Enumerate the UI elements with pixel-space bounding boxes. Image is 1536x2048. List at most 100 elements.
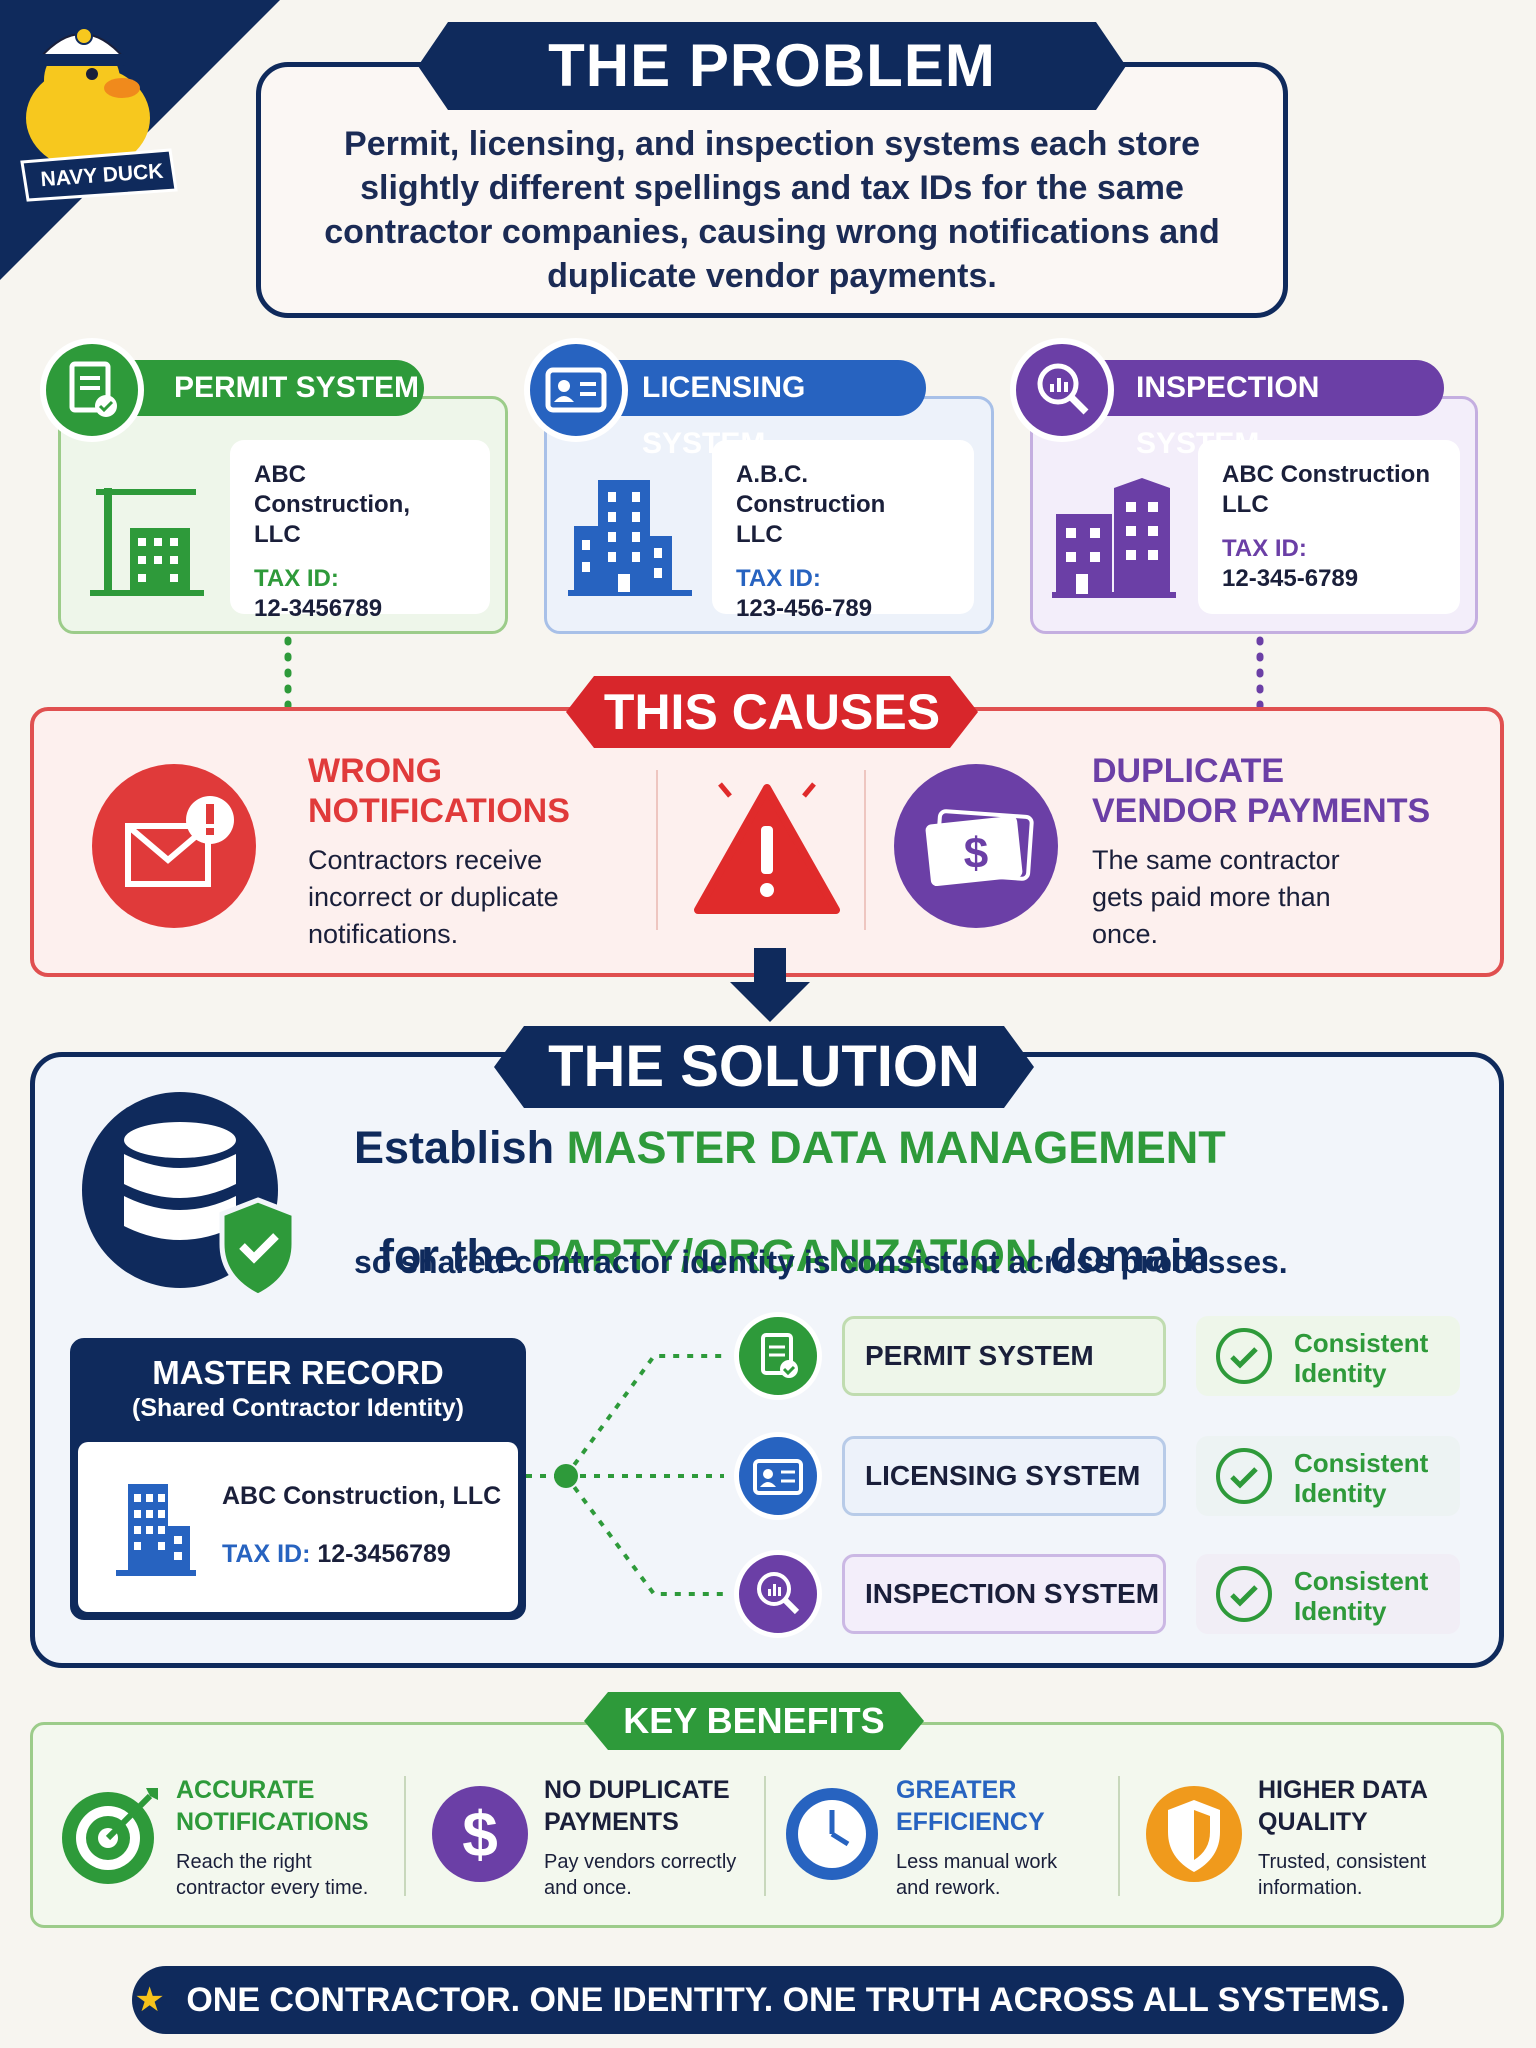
row-permit-icon (734, 1312, 822, 1400)
benefit-no-duplicate: NO DUPLICATE PAYMENTS Pay vendors correc… (544, 1774, 764, 1902)
check-icon (1216, 1328, 1272, 1384)
for-the-text: for the (379, 1230, 532, 1281)
card-connectors (284, 636, 1264, 712)
solution-subline: so shared contractor identity is consist… (354, 1244, 1288, 1280)
solution-banner (494, 1026, 1034, 1108)
wrong-notifications-text: Contractors receive incorrect or duplica… (308, 845, 559, 949)
row-licensing-icon (734, 1432, 822, 1520)
master-record-subtitle: (Shared Contractor Identity) (132, 1394, 464, 1422)
status-line-2: Identity (1294, 1596, 1387, 1626)
licensing-system-title: LICENSING SYSTEM (642, 371, 806, 460)
benefit-heading-2: NOTIFICATIONS (176, 1808, 369, 1836)
licensing-company-name-2: LLC (736, 521, 783, 548)
database-shield-icon (82, 1092, 297, 1299)
benefits-banner (584, 1692, 924, 1750)
warning-icon (694, 782, 840, 914)
section-divider (656, 770, 658, 930)
master-company-name: ABC Construction, LLC (222, 1482, 502, 1510)
footer-banner: ★ ONE CONTRACTOR. ONE IDENTITY. ONE TRUT… (132, 1966, 1404, 2034)
construction-crane-icon (90, 488, 204, 596)
master-tax-label: TAX ID: (222, 1540, 311, 1568)
permit-tax-label: TAX ID: (254, 565, 339, 592)
row-permit-status: Consistent Identity (1196, 1316, 1460, 1396)
benefit-heading-2: QUALITY (1258, 1808, 1368, 1836)
target-icon (62, 1788, 158, 1884)
benefit-heading-1: ACCURATE (176, 1776, 315, 1804)
master-connector-lines (526, 1354, 724, 1596)
master-building-icon (116, 1484, 196, 1576)
benefit-divider (764, 1776, 766, 1896)
benefit-heading-1: GREATER (896, 1776, 1017, 1804)
benefits-title: KEY BENEFITS (623, 1700, 885, 1741)
row-inspection-icon (734, 1550, 822, 1638)
inspection-company-name-2: LLC (1222, 491, 1269, 518)
clock-icon (786, 1788, 878, 1880)
status-line-1: Consistent (1294, 1566, 1429, 1596)
benefit-heading-1: HIGHER DATA (1258, 1776, 1428, 1804)
benefit-divider (404, 1776, 406, 1896)
problem-description: Permit, licensing, and inspection system… (324, 125, 1220, 295)
row-licensing-system: LICENSING SYSTEM (842, 1436, 1166, 1516)
permit-document-icon (40, 338, 144, 442)
permit-tax-id: 12-3456789 (254, 595, 383, 622)
permit-record: ABC Construction, LLC TAX ID: 12-3456789 (230, 440, 490, 622)
benefit-heading-2: PAYMENTS (544, 1808, 679, 1836)
status-line-2: Identity (1294, 1478, 1387, 1508)
licensing-system-pill: LICENSING SYSTEM (556, 360, 926, 460)
licensing-tax-id: 123-456-789 (736, 595, 873, 622)
navy-duck-badge (0, 0, 280, 280)
row-licensing-status: Consistent Identity (1196, 1436, 1460, 1516)
status-line-2: Identity (1294, 1358, 1387, 1388)
row-permit-system: PERMIT SYSTEM (842, 1316, 1166, 1396)
svg-text:$: $ (964, 829, 988, 878)
wrong-notifications-heading-2: NOTIFICATIONS (308, 792, 570, 830)
check-icon (1216, 1566, 1272, 1622)
licensing-tax-label: TAX ID: (736, 565, 821, 592)
star-icon: ★ (134, 1981, 165, 2019)
inspection-tax-id: 12-345-6789 (1222, 565, 1359, 592)
duplicate-payments-icon: $ (894, 764, 1058, 928)
duplicate-payments-heading-2: VENDOR PAYMENTS (1092, 792, 1431, 830)
establish-text: Establish (354, 1122, 567, 1173)
magnifier-chart-icon (1010, 338, 1114, 442)
solution-headline-2: for the PARTY/ORGANIZATION domain (354, 1178, 1210, 1282)
problem-title: THE PROBLEM (548, 32, 996, 99)
master-tax: TAX ID: 12-3456789 (222, 1540, 451, 1569)
status-line-1: Consistent (1294, 1448, 1429, 1478)
licensing-company-name-1: A.B.C. Construction (736, 461, 886, 518)
inspection-record: ABC Construction LLC TAX ID: 12-345-6789 (1198, 440, 1460, 614)
benefit-heading-2: EFFICIENCY (896, 1808, 1045, 1836)
permit-company-name-2: LLC (254, 521, 301, 548)
section-divider (864, 770, 866, 930)
inspection-tax-label: TAX ID: (1222, 535, 1307, 562)
solution-headline-1: Establish MASTER DATA MANAGEMENT (354, 1122, 1226, 1174)
domain-text: domain (1037, 1230, 1210, 1281)
mdm-highlight: MASTER DATA MANAGEMENT (566, 1122, 1226, 1173)
duplicate-payments-heading-1: DUPLICATE (1092, 752, 1285, 790)
office-building-icon (568, 480, 692, 596)
dollar-icon: $ (432, 1786, 528, 1882)
duplicate-payments-text: The same contractor gets paid more than … (1092, 845, 1340, 949)
domain-highlight: PARTY/ORGANIZATION (531, 1230, 1038, 1281)
master-record-title: MASTER RECORD (152, 1354, 444, 1391)
status-line-1: Consistent (1294, 1328, 1429, 1358)
solution-title: THE SOLUTION (548, 1034, 980, 1099)
inspection-system-title: INSPECTION SYSTEM (1136, 371, 1320, 460)
permit-company-name-1: ABC Construction, (254, 461, 410, 518)
wrong-notifications-heading-1: WRONG (308, 752, 443, 790)
row-inspection-status: Consistent Identity (1196, 1554, 1460, 1634)
row-inspection-system: INSPECTION SYSTEM (842, 1554, 1166, 1634)
master-tax-id: 12-3456789 (317, 1540, 451, 1568)
causes-title: THIS CAUSES (603, 684, 941, 740)
problem-banner (418, 22, 1126, 110)
causes-banner (566, 676, 978, 748)
down-arrow (730, 948, 810, 1022)
apartment-building-icon (1052, 478, 1176, 598)
licensing-record: A.B.C. Construction LLC TAX ID: 123-456-… (712, 440, 974, 622)
